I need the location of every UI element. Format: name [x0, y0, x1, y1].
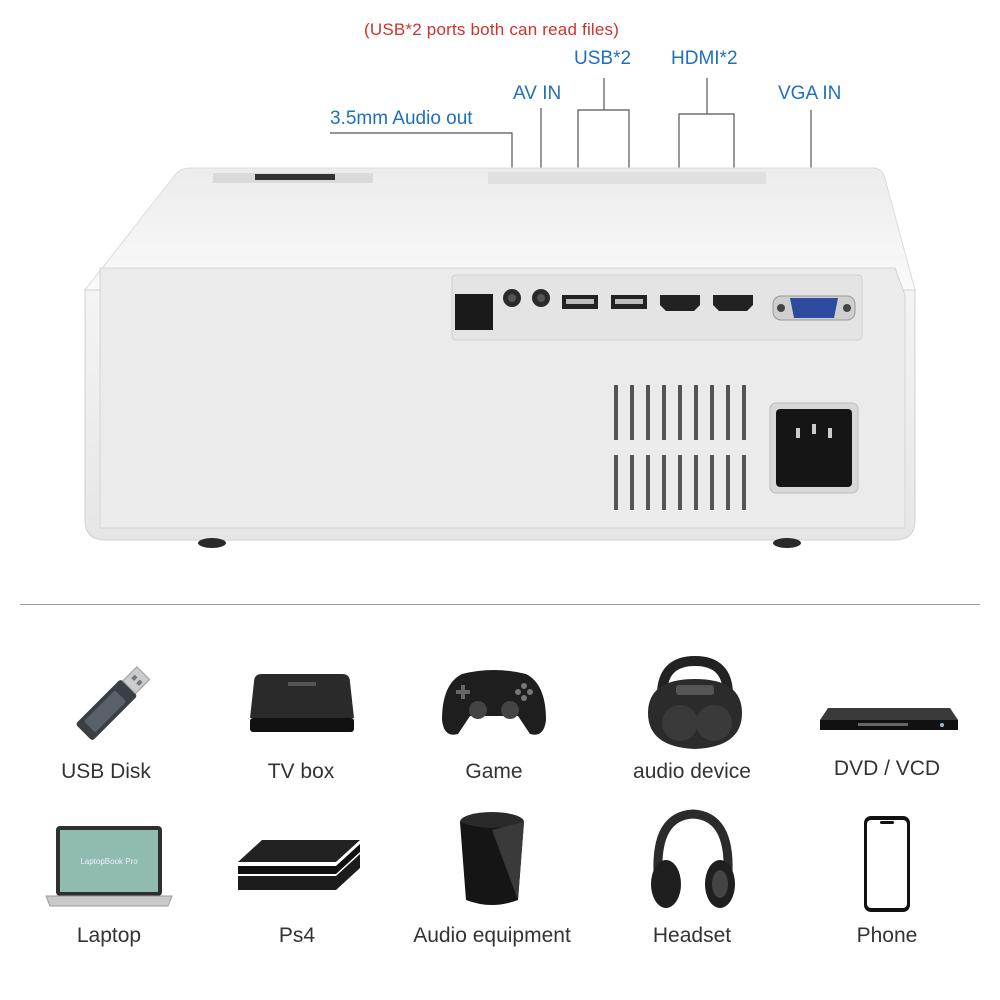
laptop-screen-text: LaptopBook Pro: [80, 857, 138, 866]
device-label-phone: Phone: [856, 924, 918, 947]
dvd-player-icon: [820, 708, 958, 730]
av-port-label: AV IN: [513, 83, 562, 104]
gamepad-icon: [442, 670, 546, 735]
headphones-icon: [651, 809, 735, 908]
device-label-ps4: Ps4: [278, 924, 316, 947]
vga-port-label: VGA IN: [778, 83, 842, 104]
device-label-headset: Headset: [652, 924, 732, 947]
tv-box-icon: [250, 674, 354, 732]
device-label-laptop: Laptop: [76, 924, 142, 947]
laptop-icon: LaptopBook Pro: [45, 826, 173, 907]
usb-port-label: USB*2: [574, 48, 632, 69]
device-label-audio-equipment: Audio equipment: [413, 924, 571, 947]
audio-out-port-label: 3.5mm Audio out: [330, 108, 473, 129]
device-label-game: Game: [465, 760, 523, 783]
device-label-audio-device: audio device: [633, 760, 751, 783]
projector-rear-illustration: [83, 78, 916, 548]
ps4-console-icon: [238, 840, 360, 890]
speaker-icon: [648, 655, 742, 749]
audio-equipment-icon: [460, 812, 524, 905]
section-divider: [20, 604, 980, 605]
phone-icon: [864, 816, 910, 912]
hdmi-port-label: HDMI*2: [671, 48, 738, 69]
device-label-dvd-vcd: DVD / VCD: [833, 757, 941, 780]
usb-flash-drive-icon: [76, 666, 151, 740]
device-label-usb-disk: USB Disk: [61, 760, 151, 783]
usb-note: (USB*2 ports both can read files): [364, 20, 620, 39]
device-label-tv-box: TV box: [267, 760, 335, 783]
